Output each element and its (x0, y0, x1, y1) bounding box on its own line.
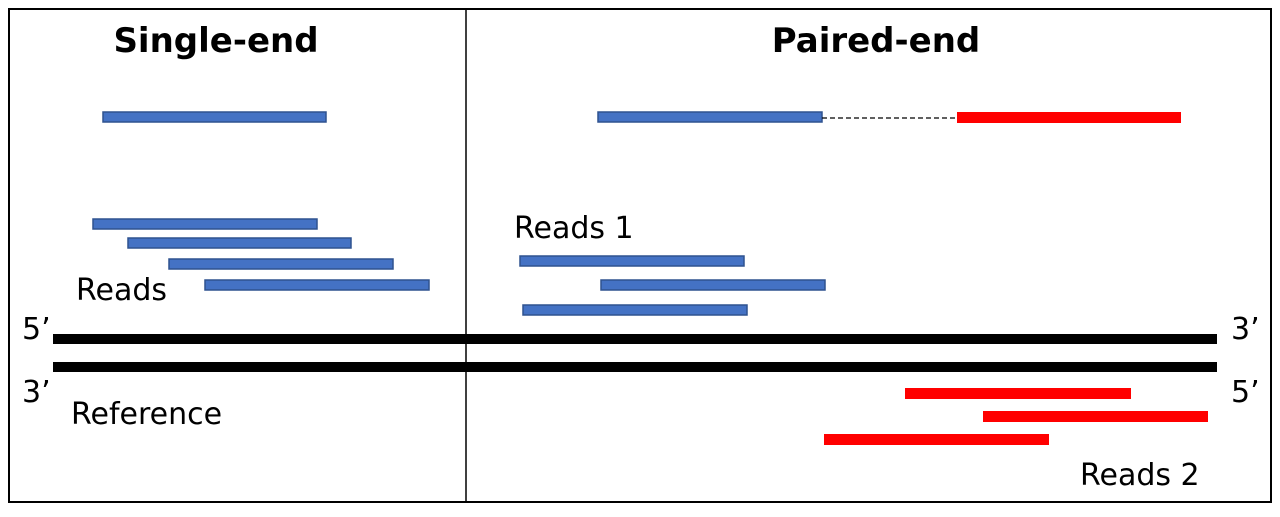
diagram-frame (8, 8, 1272, 503)
bottom-strand-left-end-label: 3’ (22, 375, 51, 410)
reads-1-read-1 (519, 255, 745, 267)
single-end-read-3 (168, 258, 394, 270)
top-strand-left-end-label: 5’ (22, 312, 51, 347)
reference-label: Reference (71, 397, 222, 432)
single-end-read-4 (204, 279, 430, 291)
reference-bottom-strand (53, 362, 1217, 372)
paired-end-example-read-1 (597, 111, 823, 123)
single-end-read-1 (92, 218, 318, 230)
reads-2-read-2 (983, 411, 1208, 422)
reads-label: Reads (76, 273, 167, 308)
reads-1-label: Reads 1 (514, 211, 634, 246)
reads-2-label: Reads 2 (1080, 458, 1200, 493)
bottom-strand-right-end-label: 5’ (1231, 375, 1260, 410)
paired-end-title: Paired-end (772, 21, 980, 61)
reads-1-read-3 (522, 304, 748, 316)
paired-end-example-read-2 (957, 112, 1181, 123)
single-end-title: Single-end (113, 21, 318, 61)
reads-1-read-2 (600, 279, 826, 291)
reference-top-strand (53, 334, 1217, 344)
reads-2-read-1 (905, 388, 1131, 399)
top-strand-right-end-label: 3’ (1231, 312, 1260, 347)
single-end-example-read (102, 111, 327, 123)
single-end-read-2 (127, 237, 352, 249)
reads-2-read-3 (824, 434, 1049, 445)
